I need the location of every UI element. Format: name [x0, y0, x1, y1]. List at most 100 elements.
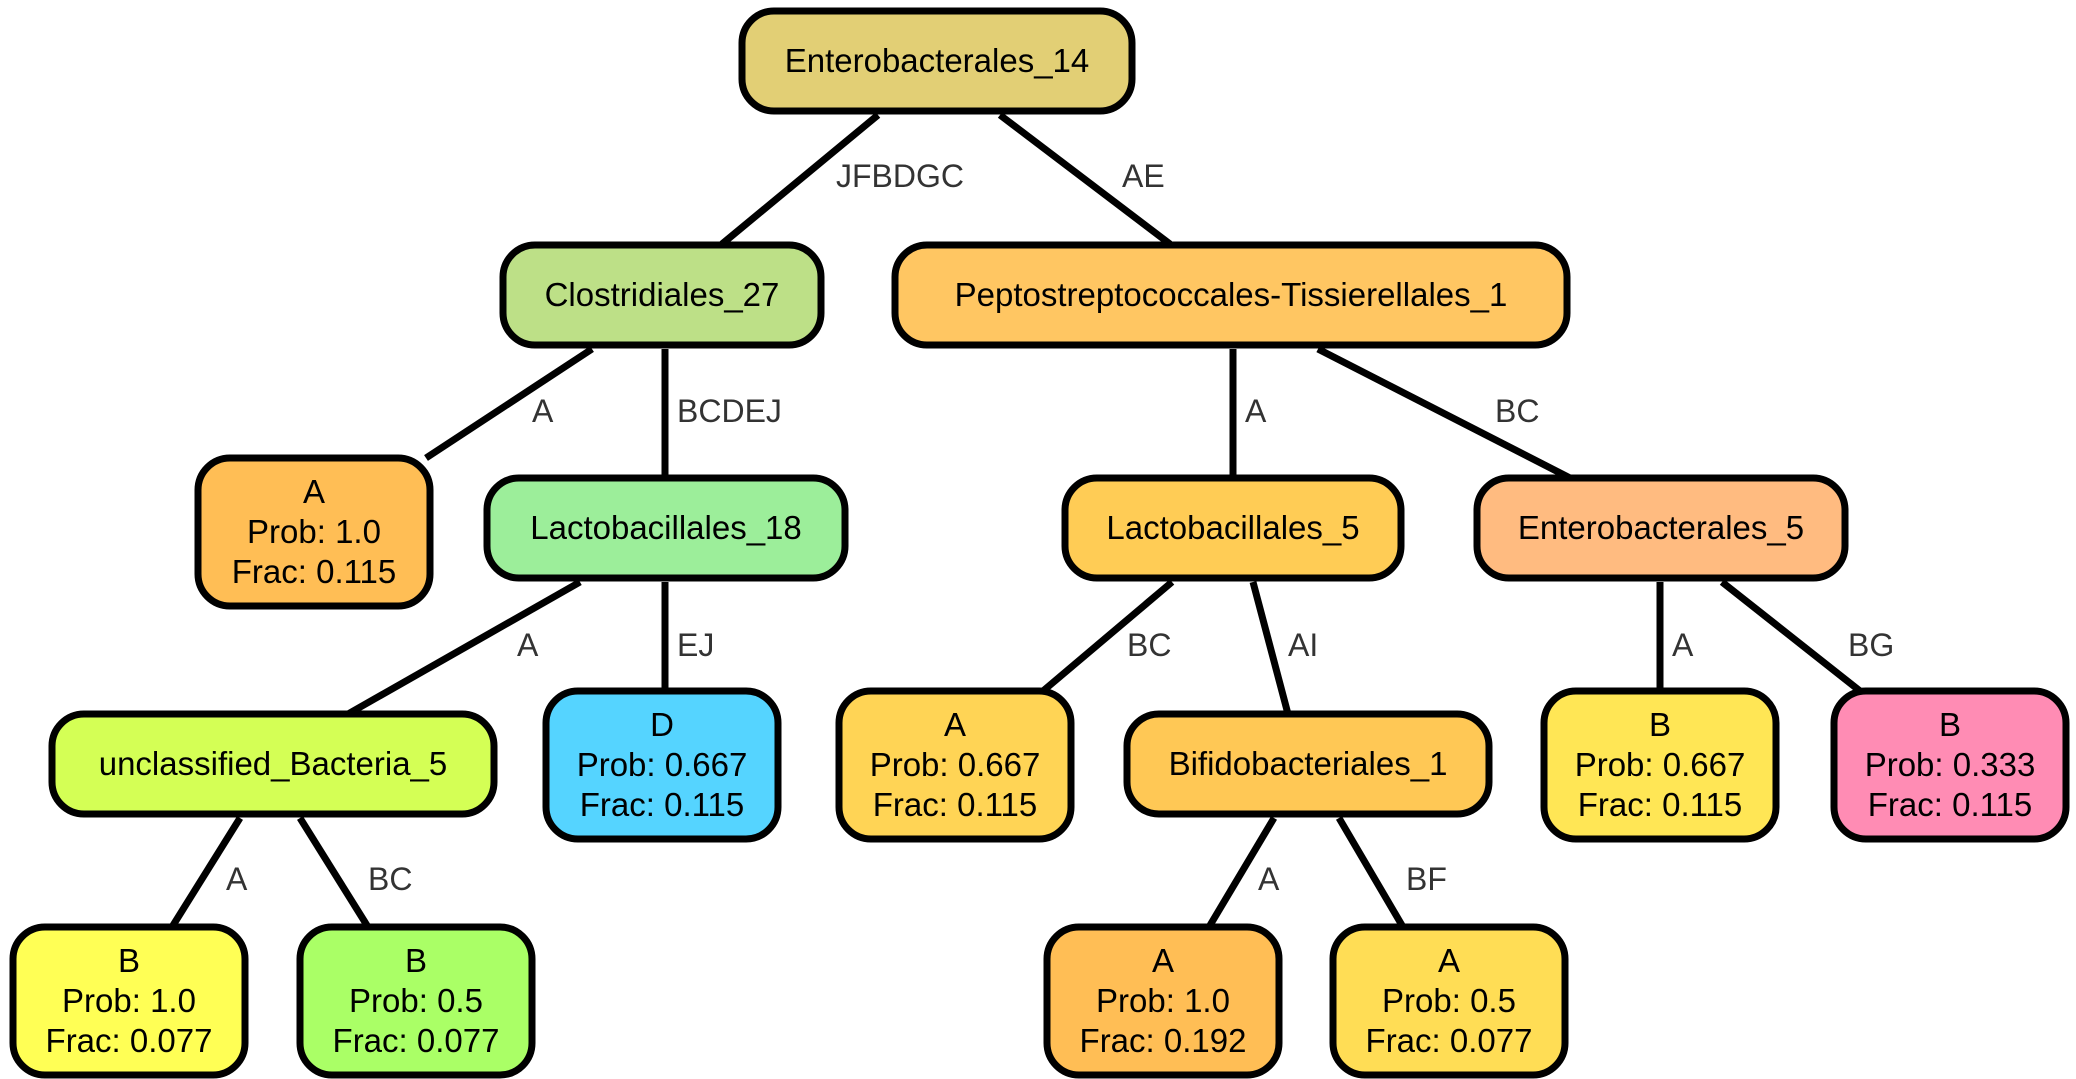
node-label: Prob: 0.5 [1382, 982, 1516, 1019]
node-label: Bifidobacteriales_1 [1169, 745, 1448, 782]
edge-line [1249, 581, 1292, 715]
edge-label: JFBDGC [836, 158, 964, 194]
tree-edge: A [346, 578, 582, 718]
node-label: Prob: 0.667 [577, 746, 748, 783]
node-label: Frac: 0.115 [873, 786, 1037, 823]
node-label: Frac: 0.077 [46, 1022, 213, 1059]
node-label: Prob: 0.667 [870, 746, 1041, 783]
node-label: Frac: 0.115 [580, 786, 744, 823]
node-label: B [118, 942, 140, 979]
edge-line [1335, 816, 1407, 929]
node-label: B [1649, 706, 1671, 743]
edge-label: BC [1127, 627, 1171, 663]
tree-edge: BCDEJ [661, 349, 782, 478]
node-label: Prob: 0.333 [1865, 746, 2036, 783]
node-label: Prob: 1.0 [1096, 982, 1230, 1019]
edge-line [1719, 579, 1863, 694]
node-box [1540, 687, 1780, 843]
edge-label: BC [368, 861, 412, 897]
node-label: Prob: 0.667 [1575, 746, 1746, 783]
node-label: Frac: 0.115 [1868, 786, 2032, 823]
node-box [48, 710, 498, 818]
split-node: Lactobacillales_5 [1061, 474, 1405, 582]
split-node: unclassified_Bacteria_5 [48, 710, 498, 818]
edge-line [346, 578, 582, 718]
node-label: D [650, 706, 674, 743]
node-label: Peptostreptococcales-Tissierellales_1 [955, 276, 1508, 313]
edge-label: A [532, 393, 554, 429]
edge-label: A [517, 627, 539, 663]
node-label: A [303, 473, 325, 510]
tree-edge: A [1656, 582, 1694, 691]
node-label: Frac: 0.115 [232, 553, 396, 590]
node-label: Prob: 0.5 [349, 982, 483, 1019]
node-label: Frac: 0.192 [1080, 1022, 1247, 1059]
tree-edge: AE [997, 112, 1173, 247]
edge-label: A [226, 861, 248, 897]
split-node: Bifidobacteriales_1 [1123, 710, 1493, 818]
edge-label: BF [1406, 861, 1447, 897]
edge-label: AE [1122, 158, 1165, 194]
tree-edge: A [1205, 816, 1280, 929]
tree-edge: AI [1249, 581, 1318, 715]
node-label: A [944, 706, 966, 743]
tree-edge: BC [297, 816, 412, 929]
node-label: Frac: 0.077 [333, 1022, 500, 1059]
edge-line [1040, 579, 1175, 694]
node-label: A [1152, 942, 1174, 979]
tree-edge: BG [1719, 579, 1894, 694]
node-label: Clostridiales_27 [545, 276, 780, 313]
split-node: Enterobacterales_14 [738, 7, 1136, 115]
tree-edges: JFBDGC AE A BCDEJ A EJ A BC A BC BC AI A BF A BG [169, 112, 1894, 929]
node-box [891, 241, 1571, 349]
edge-line [169, 816, 243, 929]
split-node: Clostridiales_27 [499, 241, 825, 349]
node-label: Lactobacillales_5 [1106, 509, 1359, 546]
node-box [9, 923, 249, 1079]
tree-edge: BC [1316, 345, 1572, 482]
node-label: Prob: 1.0 [62, 982, 196, 1019]
node-label: Lactobacillales_18 [530, 509, 802, 546]
node-box [499, 241, 825, 349]
node-box [542, 687, 782, 843]
tree-edge: A [169, 816, 248, 929]
node-box [1123, 710, 1493, 818]
node-label: Frac: 0.077 [1366, 1022, 1533, 1059]
edge-line [297, 816, 371, 929]
edge-label: BCDEJ [677, 393, 782, 429]
edge-line [997, 112, 1173, 247]
node-box [738, 7, 1136, 115]
node-box [1830, 687, 2070, 843]
edge-label: BG [1848, 627, 1894, 663]
split-node: Peptostreptococcales-Tissierellales_1 [891, 241, 1571, 349]
edge-line [424, 346, 594, 461]
edge-line [719, 112, 881, 247]
node-box [194, 454, 434, 610]
tree-edge: BF [1335, 816, 1447, 929]
tree-edge: JFBDGC [719, 112, 964, 247]
edge-label: AI [1288, 627, 1318, 663]
edge-label: EJ [677, 627, 714, 663]
tree-edge: A [1229, 349, 1267, 478]
node-box [1473, 474, 1849, 582]
node-label: unclassified_Bacteria_5 [99, 745, 448, 782]
edge-label: A [1258, 861, 1280, 897]
node-label: A [1438, 942, 1460, 979]
node-box [1329, 923, 1569, 1079]
edge-label: A [1245, 393, 1267, 429]
tree-edge: A [424, 346, 594, 461]
split-node: Lactobacillales_18 [483, 474, 849, 582]
tree-edge: BC [1040, 579, 1175, 694]
node-box [1043, 923, 1283, 1079]
split-node: Enterobacterales_5 [1473, 474, 1849, 582]
edge-label: A [1672, 627, 1694, 663]
